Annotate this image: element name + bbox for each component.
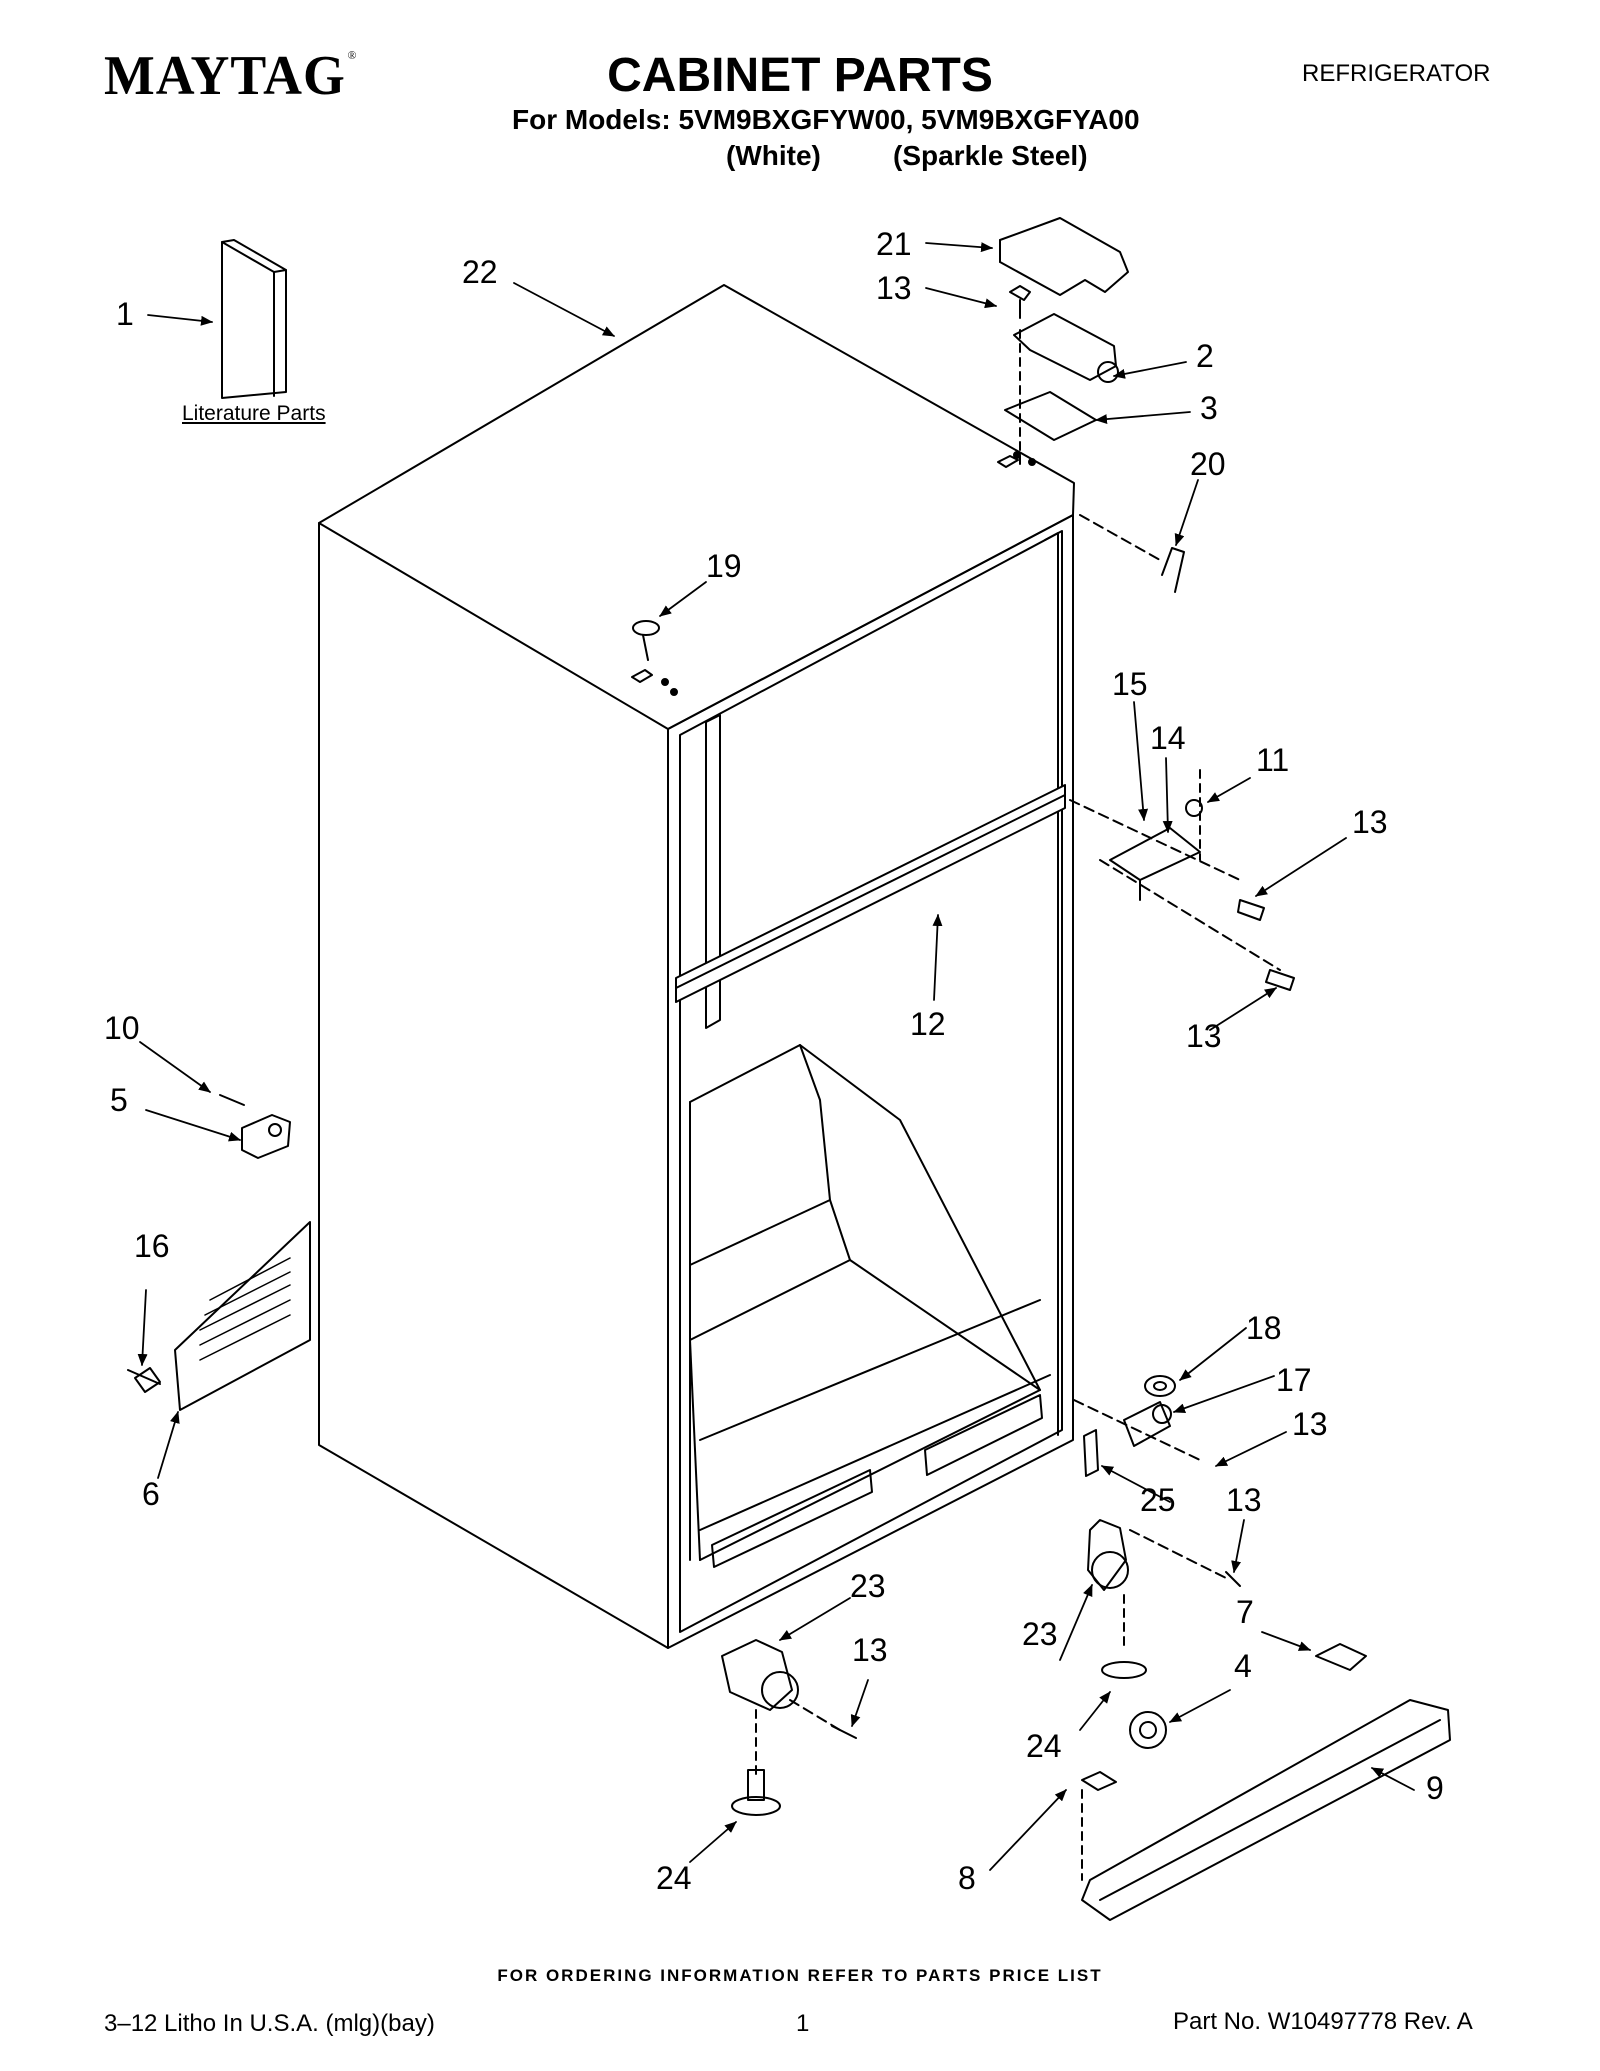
callout-17: 17 (1276, 1362, 1312, 1398)
callout-9: 9 (1426, 1770, 1444, 1806)
center-hinge-assembly (1069, 769, 1295, 991)
callout-16: 16 (134, 1228, 170, 1264)
literature-parts-label: Literature Parts (182, 402, 326, 425)
callout-24-right: 24 (1026, 1728, 1062, 1764)
callout-2: 2 (1196, 338, 1214, 374)
callout-8: 8 (958, 1860, 976, 1896)
leader-arrows (137, 242, 1415, 1871)
callout-25: 25 (1140, 1482, 1176, 1518)
litho-info: 3–12 Litho In U.S.A. (mlg)(bay) (104, 2010, 435, 2037)
literature-booklet (221, 239, 287, 399)
category-label: REFRIGERATOR (1302, 60, 1491, 87)
callout-24-left: 24 (656, 1860, 692, 1896)
lower-hinge-and-rollers (721, 1375, 1451, 1921)
callout-14: 14 (1150, 720, 1186, 756)
rear-grille-panel (127, 1221, 311, 1411)
callout-22: 22 (462, 254, 498, 290)
callout-15: 15 (1112, 666, 1148, 702)
callout-6: 6 (142, 1476, 160, 1512)
callout-13-lower-middle: 13 (1186, 1018, 1222, 1054)
ordering-note: FOR ORDERING INFORMATION REFER TO PARTS … (497, 1966, 1103, 1985)
callout-18: 18 (1246, 1310, 1282, 1346)
callout-4: 4 (1234, 1648, 1252, 1684)
callout-13-lower: 13 (1292, 1406, 1328, 1442)
callout-5: 5 (110, 1082, 128, 1118)
callout-13-bottom-left: 13 (852, 1632, 888, 1668)
registered-mark: ® (347, 48, 358, 62)
callout-21: 21 (876, 226, 912, 262)
callout-1: 1 (116, 296, 134, 332)
top-hinge-assembly (999, 217, 1185, 593)
callout-13-top: 13 (876, 270, 912, 306)
callout-11: 11 (1256, 742, 1290, 778)
brand-logo: MAYTAG® (104, 44, 357, 108)
callout-3: 3 (1200, 390, 1218, 426)
brand-name: MAYTAG (104, 45, 346, 107)
page-title: CABINET PARTS (607, 49, 993, 102)
plug-button (632, 620, 660, 661)
callout-12: 12 (910, 1006, 946, 1042)
callout-19: 19 (706, 548, 742, 584)
cabinet-body (318, 284, 1075, 1649)
page-number: 1 (796, 2010, 810, 2037)
callout-13-middle: 13 (1352, 804, 1388, 840)
variant-sparkle-steel: (Sparkle Steel) (893, 140, 1088, 171)
clip-and-screw (219, 1094, 291, 1159)
callout-23-left: 23 (850, 1568, 886, 1604)
callout-10: 10 (104, 1010, 140, 1046)
callout-13-bottom-right: 13 (1226, 1482, 1262, 1518)
callout-7: 7 (1236, 1594, 1254, 1630)
variant-white: (White) (726, 140, 821, 171)
models-line: For Models: 5VM9BXGFYW00, 5VM9BXGFYA00 (512, 104, 1140, 135)
callout-20: 20 (1190, 446, 1226, 482)
callout-23-right: 23 (1022, 1616, 1058, 1652)
part-number: Part No. W10497778 Rev. A (1173, 2008, 1473, 2035)
